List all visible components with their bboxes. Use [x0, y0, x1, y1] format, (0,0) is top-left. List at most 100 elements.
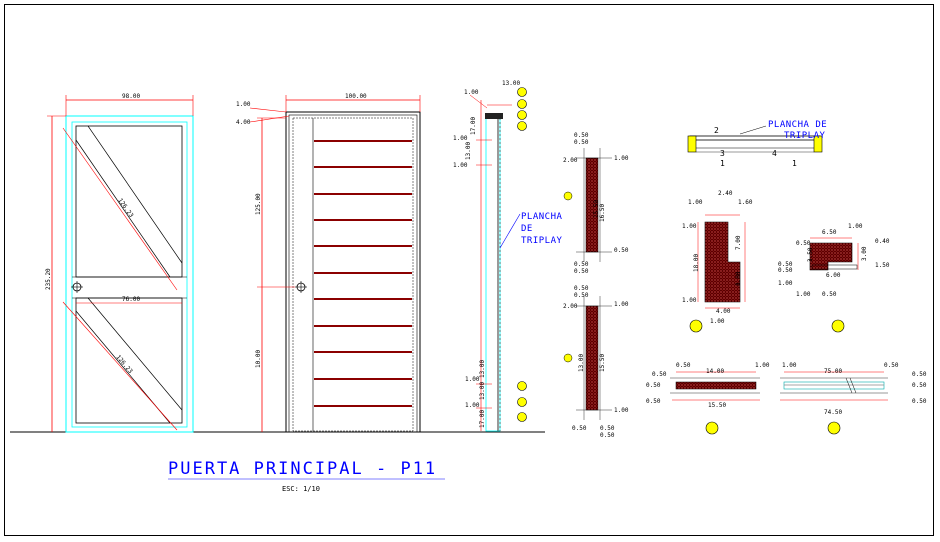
corner-detail: 6.50 1.00 0.40 3.00 0.50 0.50 0.50 1.00 … — [778, 223, 890, 333]
cd-f: 6.00 — [826, 272, 841, 279]
cd-a: 0.50 — [796, 240, 811, 247]
d2-bot-a: 0.50 — [572, 425, 587, 432]
td-num-1b: 1 — [792, 159, 797, 168]
outer-frame — [65, 115, 194, 433]
door-slat — [314, 193, 412, 195]
d2-mid2: 15.50 — [599, 354, 606, 372]
bl-a: 0.50 — [676, 362, 691, 369]
br-r2: 0.50 — [912, 382, 927, 389]
jd-top: 2.40 — [718, 190, 733, 197]
jd-l1: 1.00 — [682, 223, 697, 230]
bl-total: 15.50 — [708, 402, 726, 409]
sec-b2: 13.00 — [479, 360, 486, 378]
jd-tr: 1.60 — [738, 199, 753, 206]
cd-b: 0.50 — [778, 261, 793, 268]
d2-bot-c: 0.50 — [600, 432, 615, 439]
marker-icon — [517, 110, 527, 120]
bl-w: 14.00 — [706, 368, 724, 375]
detail-marker-icon — [689, 319, 703, 333]
d1-top-b: 0.50 — [574, 139, 589, 146]
jd-tl: 1.00 — [688, 199, 703, 206]
cd-c: 1.00 — [778, 280, 793, 287]
td-num-1a: 1 — [720, 159, 725, 168]
d2-left: 2.00 — [563, 303, 578, 310]
cd-bot2: 0.50 — [822, 291, 837, 298]
bl-l1: 0.50 — [652, 371, 667, 378]
dim-height: 235.20 — [45, 268, 52, 290]
br-r1: 0.50 — [912, 371, 927, 378]
d1-mid2: 16.50 — [599, 204, 606, 222]
dim-front-width: 100.00 — [345, 93, 367, 100]
br-r3: 0.50 — [912, 398, 927, 405]
cd-r: 1.00 — [848, 223, 863, 230]
dim-top-1: 1.00 — [236, 101, 251, 108]
d2-bottom-r: 1.00 — [614, 407, 629, 414]
marker-icon — [517, 397, 527, 407]
drawing-title: PUERTA PRINCIPAL - P11 — [168, 459, 437, 479]
detail-lower: 0.50 0.50 2.00 1.00 13.00 15.50 1.00 0.5… — [563, 285, 629, 439]
drawing-border — [4, 4, 934, 536]
marker-icon — [517, 99, 527, 109]
detail-marker-icon — [831, 319, 845, 333]
sec-b5: 17.00 — [479, 410, 486, 428]
bl-b: 1.00 — [755, 362, 770, 369]
door-slat — [314, 298, 412, 300]
door-slat — [314, 272, 412, 274]
jd-bb: 1.00 — [710, 318, 725, 325]
d2-top-b: 0.50 — [574, 292, 589, 299]
cd-g: 3.50 — [807, 247, 814, 262]
d2-mid: 13.00 — [578, 354, 585, 372]
d1-bot-b: 0.50 — [574, 268, 589, 275]
door-slat — [314, 140, 412, 142]
jd-r1: 7.00 — [735, 235, 742, 250]
door-slat — [314, 219, 412, 221]
td-num-4: 4 — [772, 149, 777, 158]
jd-r2: 8.00 — [735, 271, 742, 286]
d2-right: 1.00 — [614, 301, 629, 308]
cd-d: 0.50 — [778, 267, 793, 274]
sec-d1: 1.00 — [453, 135, 468, 142]
marker-icon — [563, 191, 573, 201]
sec-b3: 1.00 — [465, 402, 480, 409]
sec-b4: 13.00 — [479, 382, 486, 400]
bl-l2: 0.50 — [646, 382, 661, 389]
sec-top-width: 13.00 — [502, 80, 520, 87]
jamb-detail: 2.40 1.00 1.60 1.00 18.00 7.00 8.00 1.00… — [682, 190, 753, 333]
sec-d5: 1.00 — [453, 162, 468, 169]
door-slat — [314, 325, 412, 327]
front-elevation: 100.00 1.00 4.00 125.00 10.00 — [236, 93, 421, 433]
left-elevation: 98.00 235.20 126.23 126.23 76.00 — [45, 93, 194, 433]
marker-icon — [517, 412, 527, 422]
cd-w: 6.50 — [822, 229, 837, 236]
jd-b1: 1.00 — [682, 297, 697, 304]
jd-bw: 4.00 — [716, 308, 731, 315]
bl-l3: 0.50 — [646, 398, 661, 405]
door-slat — [314, 405, 412, 407]
d2-top-a: 0.50 — [574, 285, 589, 292]
door-slat — [314, 378, 412, 380]
marker-icon — [517, 121, 527, 131]
td-num-2: 2 — [714, 126, 719, 135]
d1-mid: 15.50 — [593, 200, 600, 218]
side-section: 13.00 1.00 1.00 17.00 13.00 1.00 1.00 13… — [453, 80, 562, 432]
br-total: 74.50 — [824, 409, 842, 416]
d1-bot-a: 0.50 — [574, 261, 589, 268]
br-w: 75.00 — [824, 368, 842, 375]
detail-marker-icon — [705, 421, 719, 435]
cd-bot1: 1.00 — [796, 291, 811, 298]
dim-top-2: 4.00 — [236, 119, 251, 126]
cd-h: 3.00 — [861, 246, 868, 261]
detail-upper: 0.50 0.50 2.00 1.00 15.50 16.50 0.50 0.5… — [563, 132, 629, 275]
cd-r2: 0.40 — [875, 238, 890, 245]
d1-bottom-r: 0.50 — [614, 247, 629, 254]
drawing-scale: ESC: 1/10 — [282, 485, 320, 493]
marker-icon — [517, 87, 527, 97]
d2-bot-b: 0.50 — [600, 425, 615, 432]
marker-icon — [517, 381, 527, 391]
plancha-top-1: PLANCHA DE — [768, 120, 827, 130]
d1-left: 2.00 — [563, 157, 578, 164]
door-slat — [314, 245, 412, 247]
detail-marker-icon — [827, 421, 841, 435]
sec-d4: 13.00 — [465, 142, 472, 160]
